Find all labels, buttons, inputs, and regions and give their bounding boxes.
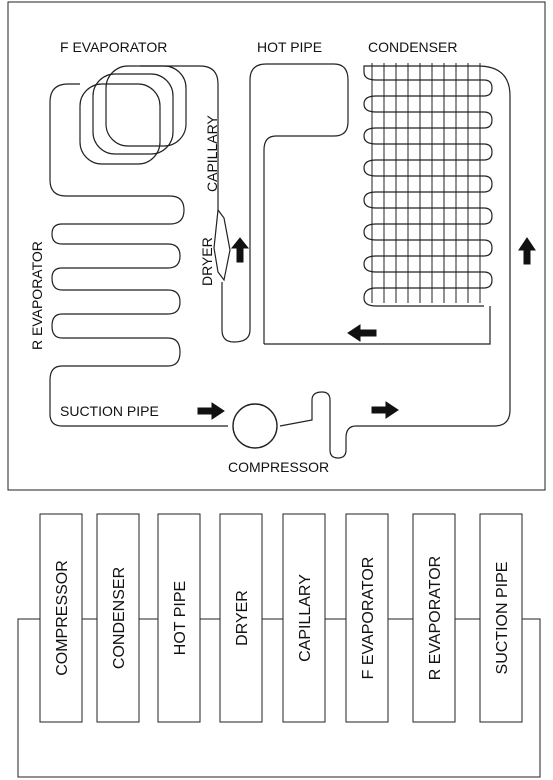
component-label: COMPRESSOR [54,560,71,676]
flow-arrow-condenser-icon [518,237,536,265]
component-row: COMPRESSOR CONDENSER HOT PIPE DRYER CAPILLAR… [39,513,523,723]
component-label: SUCTION PIPE [494,562,511,675]
flow-arrows [197,237,536,420]
capillary-dryer-assembly [213,63,349,344]
label-f-evaporator: F EVAPORATOR [60,39,167,55]
component-label: R EVAPORATOR [427,556,444,680]
component-box-capillary: CAPILLARY [282,513,326,723]
top-diagram-frame [7,1,546,491]
label-compressor: COMPRESSOR [228,459,329,475]
bottom-diagram: COMPRESSOR CONDENSER HOT PIPE DRYER CAPILLAR… [17,513,541,778]
component-label: DRYER [234,590,251,646]
component-box-r-evaporator: R EVAPORATOR [412,513,456,723]
r-evaporator-coil [49,83,228,427]
component-box-outline [479,513,523,723]
flow-arrow-capillary-icon [230,237,250,263]
label-suction-pipe: SUCTION PIPE [60,403,159,419]
compressor-circle [232,403,278,449]
condenser-coil [264,63,511,459]
component-box-outline [412,513,456,723]
label-capillary: CAPILLARY [204,115,220,192]
flow-arrow-suction-icon [197,402,225,420]
flow-arrow-discharge-icon [371,401,399,419]
label-r-evaporator: R EVAPORATOR [29,241,45,350]
label-condenser: CONDENSER [368,39,457,55]
component-box-condenser: CONDENSER [96,513,140,723]
component-box-outline [96,513,140,723]
component-box-f-evaporator: F EVAPORATOR [345,513,389,723]
component-label: CONDENSER [111,567,128,669]
component-box-dryer: DRYER [219,513,263,723]
bottom-loop-line [17,618,541,778]
component-box-outline [345,513,389,723]
flow-arrow-hotpipe-icon [347,324,377,342]
component-box-compressor: COMPRESSOR [39,513,83,723]
f-evaporator-coil [79,65,219,210]
component-box-hot-pipe: HOT PIPE [157,513,201,723]
label-hot-pipe: HOT PIPE [257,39,322,55]
label-dryer: DRYER [199,237,215,286]
component-box-outline [219,513,263,723]
component-label: F EVAPORATOR [360,557,377,680]
component-label: HOT PIPE [172,581,189,655]
component-box-outline [282,513,326,723]
component-box-outline [157,513,201,723]
component-box-suction-pipe: SUCTION PIPE [479,513,523,723]
component-label: CAPILLARY [297,574,314,662]
component-box-outline [39,513,83,723]
